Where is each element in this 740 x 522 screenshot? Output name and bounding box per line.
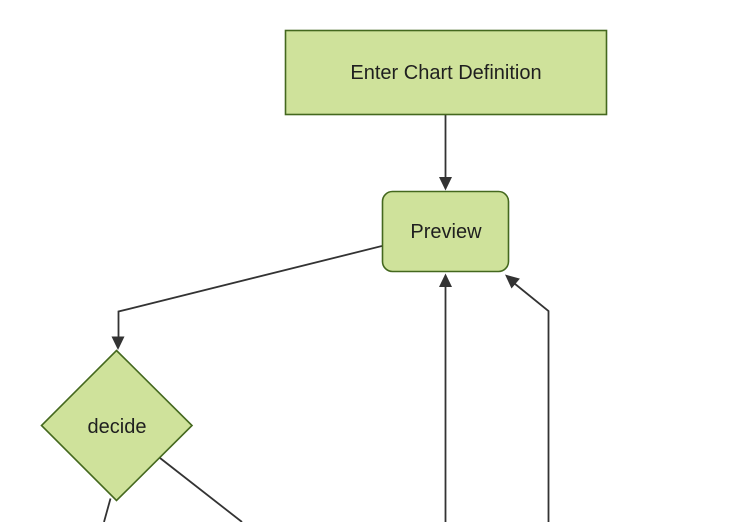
arrowhead-enter-to-preview	[439, 177, 452, 191]
arrowhead-preview-to-decide	[111, 336, 125, 350]
edge-decide-to-offscreen-right	[159, 457, 243, 522]
edge-preview-to-decide	[117, 245, 383, 343]
node-preview-shape	[381, 190, 510, 273]
node-enter-chart-definition-shape	[284, 29, 608, 116]
edge-return-right-to-preview	[513, 282, 550, 522]
arrowhead-return-right	[505, 274, 520, 289]
node-decide-shape	[40, 349, 194, 502]
edge-decide-to-offscreen-left	[103, 498, 112, 522]
arrowhead-return-center	[439, 273, 452, 287]
